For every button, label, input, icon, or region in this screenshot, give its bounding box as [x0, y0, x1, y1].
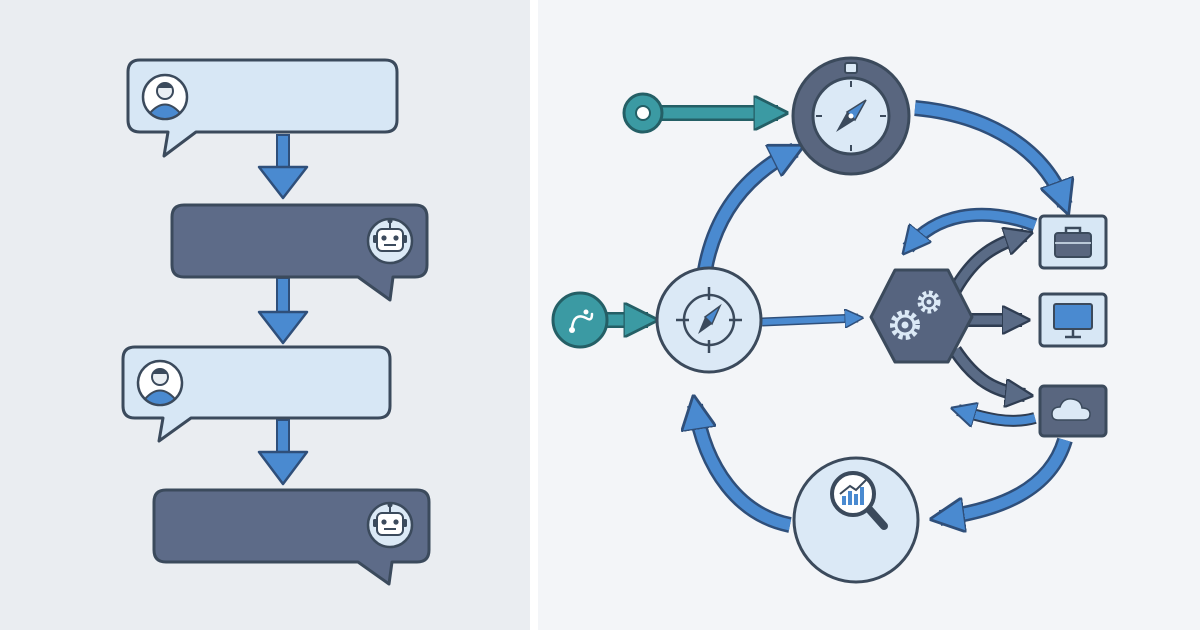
assistant-message-bubble [170, 203, 429, 302]
tool-dispatch-arrows [951, 235, 1037, 421]
down-arrow [257, 134, 309, 200]
search-chart-icon [792, 456, 920, 584]
gears-icon [869, 268, 974, 364]
return-arrow-cloud [958, 410, 1037, 421]
loop-arrow-compass-to-tools [914, 102, 1065, 205]
target-compass-icon [655, 266, 763, 374]
input-arrows [602, 113, 858, 322]
loop-arrow-cloud-to-search [940, 438, 1071, 518]
user-avatar-icon [136, 359, 184, 407]
start-node-icon [622, 92, 664, 134]
user-message-bubble [121, 345, 392, 443]
gear-icon [890, 310, 920, 340]
user-message-bubble [126, 58, 399, 158]
cloud-icon [1038, 384, 1108, 438]
route-start-icon [551, 291, 609, 349]
robot-icon [366, 501, 414, 549]
loop-arrow-tools-to-gears [908, 210, 1037, 248]
panel-divider [530, 0, 538, 630]
loop-arrows [695, 100, 1071, 531]
dispatch-arrow-cloud [951, 347, 1025, 395]
loop-arrow-target-to-compass [699, 150, 795, 271]
monitor-icon [1038, 292, 1108, 348]
compass-icon [791, 56, 911, 176]
briefcase-icon [1038, 214, 1108, 270]
down-arrow [257, 277, 309, 345]
dispatch-arrow-briefcase [951, 235, 1025, 293]
assistant-message-bubble [152, 488, 431, 586]
loop-arrow-search-to-target [695, 405, 792, 531]
down-arrow [257, 419, 309, 486]
target-to-gears-arrow [761, 318, 858, 322]
gear-icon [917, 290, 941, 314]
conversation-connectors [257, 134, 309, 486]
user-avatar-icon [141, 73, 189, 121]
robot-icon [366, 217, 414, 265]
